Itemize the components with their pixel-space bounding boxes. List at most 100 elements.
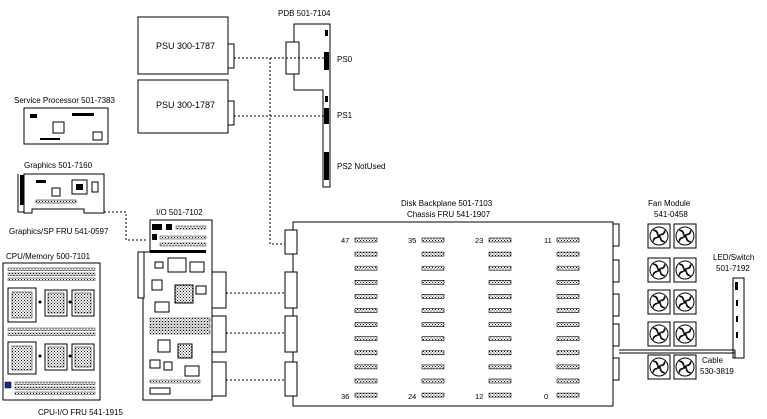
disk-slot [421, 336, 445, 342]
fan-icon [673, 354, 697, 380]
disk-slot [556, 251, 580, 257]
disk-backplane [284, 221, 614, 407]
disk-slot [556, 308, 580, 313]
disk-slot [488, 378, 512, 384]
disk-slot [556, 322, 580, 327]
disk-slot [488, 265, 512, 271]
pdb-label: PDB 501-7104 [278, 9, 331, 18]
disk-slot [488, 336, 512, 342]
disk-slot [556, 294, 580, 299]
cpu-memory-board [2, 262, 101, 401]
fan-icon [673, 257, 697, 283]
psu-bottom [137, 79, 235, 134]
fan-icon [647, 321, 671, 347]
disk-slot [556, 336, 580, 342]
disk-backplane-label: Disk Backplane 501-7103 [401, 199, 493, 208]
disk-slot [556, 350, 580, 356]
graphics-board [17, 173, 105, 214]
backplane-fan-connectors [612, 223, 620, 381]
disk-slot [488, 237, 512, 243]
disk-slot [354, 294, 378, 299]
disk-slot [421, 322, 445, 327]
led-switch-board [732, 277, 745, 359]
fan-icon [647, 257, 671, 283]
psu-top-label: PSU 300-1787 [156, 41, 216, 51]
disk-slot [488, 294, 512, 299]
dashed-cables [104, 57, 324, 381]
disk-slot [556, 237, 580, 243]
ps0-label: PS0 [337, 55, 353, 64]
io-board [137, 219, 227, 401]
fan-icon [673, 289, 697, 315]
disk-slot [354, 279, 378, 285]
disk-slot [354, 364, 378, 370]
fan-icon [647, 223, 671, 249]
cpu-io-fru-label: CPU-I/O FRU 541-1915 [38, 408, 123, 417]
psu-top [137, 16, 235, 75]
graphics-sp-fru-label: Graphics/SP FRU 541-0597 [9, 227, 109, 236]
disk-slot [556, 392, 580, 398]
io-board-label: I/O 501-7102 [156, 208, 203, 217]
cpu-memory-label: CPU/Memory 500-7101 [6, 252, 91, 261]
led-switch-label: LED/Switch [713, 253, 755, 262]
service-processor-label: Service Processor 501-7383 [14, 96, 115, 105]
psu-bottom-label: PSU 300-1787 [156, 100, 216, 110]
disk-slot [488, 350, 512, 356]
disk-slot [488, 251, 512, 257]
fan-icon [647, 289, 671, 315]
fan-modules [647, 223, 697, 380]
disk-slot [488, 322, 512, 327]
disk-slot [421, 279, 445, 285]
disk-slot [488, 392, 512, 398]
disk-slot [354, 350, 378, 356]
disk-slot-grid [354, 237, 580, 398]
disk-slot [421, 265, 445, 271]
disk-slot [354, 265, 378, 271]
fan-icon [673, 223, 697, 249]
slot-number-label: 47 [341, 236, 350, 245]
disk-slot [421, 308, 445, 313]
slot-number-label: 23 [475, 236, 484, 245]
disk-slot [421, 350, 445, 356]
chassis-fru-label: Chassis FRU 541-1907 [407, 210, 491, 219]
disk-slot [488, 279, 512, 285]
slot-number-label: 0 [544, 392, 549, 401]
disk-slot [556, 378, 580, 384]
led-switch-pn-label: 501-7192 [716, 264, 750, 273]
disk-slot [556, 364, 580, 370]
slot-number-label: 12 [475, 392, 484, 401]
disk-slot [488, 364, 512, 370]
disk-slot [421, 364, 445, 370]
ps2-label: PS2 NotUsed [337, 162, 386, 171]
slot-number-label: 11 [544, 236, 552, 245]
disk-slot [354, 378, 378, 384]
disk-slot [556, 265, 580, 271]
pdb-board [285, 23, 331, 188]
fan-icon [673, 321, 697, 347]
disk-slot [354, 251, 378, 257]
disk-slot [488, 308, 512, 313]
disk-slot [421, 237, 445, 243]
disk-slot [421, 392, 445, 398]
ps1-label: PS1 [337, 111, 353, 120]
cable-pn-label: 530-3819 [700, 367, 734, 376]
disk-slot [354, 308, 378, 313]
service-processor-board [23, 107, 109, 145]
disk-slot [354, 322, 378, 327]
disk-slot [421, 251, 445, 257]
graphics-label: Graphics 501-7160 [24, 161, 93, 170]
disk-slot [421, 294, 445, 299]
disk-slot [354, 336, 378, 342]
led-cable [619, 349, 736, 358]
disk-slot [354, 392, 378, 398]
disk-slot [421, 378, 445, 384]
disk-slot [556, 279, 580, 285]
fan-module-pn-label: 541-0458 [654, 210, 688, 219]
cable-label: Cable [702, 356, 723, 365]
fan-module-label: Fan Module [648, 199, 691, 208]
slot-number-label: 35 [408, 236, 417, 245]
fan-icon [647, 354, 671, 380]
slot-number-label: 36 [341, 392, 350, 401]
slot-number-label: 24 [408, 392, 417, 401]
